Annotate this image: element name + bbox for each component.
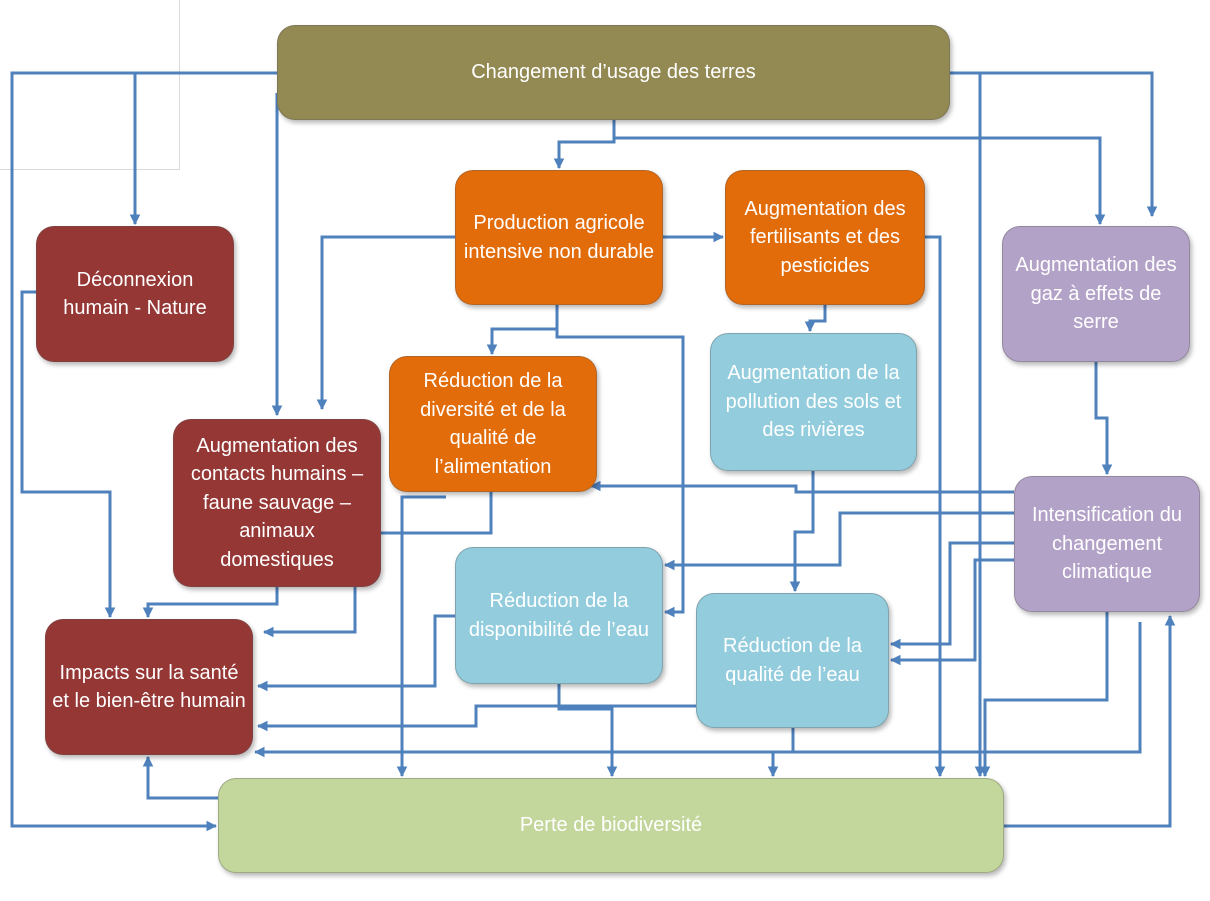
node-land-use-change: Changement d’usage des terres (277, 25, 950, 120)
node-intensive-agriculture: Production agricole intensive non durabl… (455, 170, 663, 305)
node-label: Perte de biodiversité (519, 814, 703, 837)
node-label: Augmentation des gaz à effets de serre (1015, 254, 1177, 334)
connector-arrow-16 (789, 471, 815, 593)
connector-arrow-4 (553, 120, 616, 170)
connector-arrow-2 (129, 71, 277, 226)
connector-arrow-7 (950, 71, 986, 778)
node-label: Augmentation des contacts humains – faun… (190, 434, 364, 571)
connector-arrow-15 (20, 290, 116, 619)
node-food-quality-reduction: Réduction de la diversité et de la quali… (389, 356, 597, 492)
connector-arrow-18 (663, 511, 1014, 571)
connector-arrow-29 (767, 728, 795, 778)
node-label: Réduction de la disponibilité de l’eau (468, 590, 650, 641)
node-water-availability: Réduction de la disponibilité de l’eau (455, 547, 663, 684)
node-label: Réduction de la diversité et de la quali… (420, 370, 566, 478)
node-label: Impacts sur la santé et le bien-être hum… (52, 661, 246, 713)
connector-arrow-5 (614, 136, 1106, 226)
connector-arrow-27 (557, 684, 618, 778)
node-label: Production agricole intensive non durabl… (463, 212, 655, 263)
node-soil-river-pollution: Augmentation de la pollution des sols et… (710, 333, 917, 471)
node-label: Changement d’usage des terres (471, 61, 756, 84)
connector-arrow-21 (979, 612, 1109, 778)
node-human-wildlife-contacts: Augmentation des contacts humains – faun… (173, 419, 381, 587)
connector-arrow-19 (889, 541, 1014, 650)
connector-arrow-20 (889, 558, 1014, 666)
decorative-line-horizontal (0, 169, 180, 170)
connector-arrow-31 (1004, 614, 1176, 828)
connector-arrow-26 (256, 614, 455, 692)
connector-arrow-13 (804, 305, 827, 333)
connector-arrow-12 (925, 235, 946, 778)
connector-arrow-9 (316, 235, 455, 411)
connector-arrow-22 (253, 622, 1142, 758)
node-climate-change: Intensification du changement climatique (1014, 476, 1200, 612)
node-label: Augmentation des fertilisants et des pes… (744, 197, 906, 277)
connector-arrow-24 (396, 495, 446, 778)
node-label: Réduction de la qualité de l’eau (723, 635, 862, 686)
connector-arrow-30 (142, 755, 218, 800)
connector-arrow-10 (486, 305, 559, 356)
decorative-line-vertical (179, 0, 180, 170)
node-label: Augmentation de la pollution des sols et… (725, 362, 902, 442)
node-label: Intensification du changement climatique (1031, 504, 1183, 584)
node-water-quality: Réduction de la qualité de l’eau (696, 593, 889, 728)
node-biodiversity-loss: Perte de biodiversité (218, 778, 1004, 873)
node-fertilizers-pesticides: Augmentation des fertilisants et des pes… (725, 170, 925, 305)
connector-arrow-17 (589, 480, 1014, 494)
connector-arrow-28 (256, 704, 696, 732)
node-label: Déconnexion humain - Nature (63, 268, 207, 320)
connector-arrow-23 (142, 587, 279, 619)
connector-arrow-6 (950, 71, 1158, 218)
node-human-nature-disconnection: Déconnexion humain - Nature (36, 226, 234, 362)
connector-arrow-14 (1094, 362, 1113, 476)
node-health-impacts: Impacts sur la santé et le bien-être hum… (45, 619, 253, 755)
node-greenhouse-gases: Augmentation des gaz à effets de serre (1002, 226, 1190, 362)
connector-arrow-11 (555, 305, 685, 618)
